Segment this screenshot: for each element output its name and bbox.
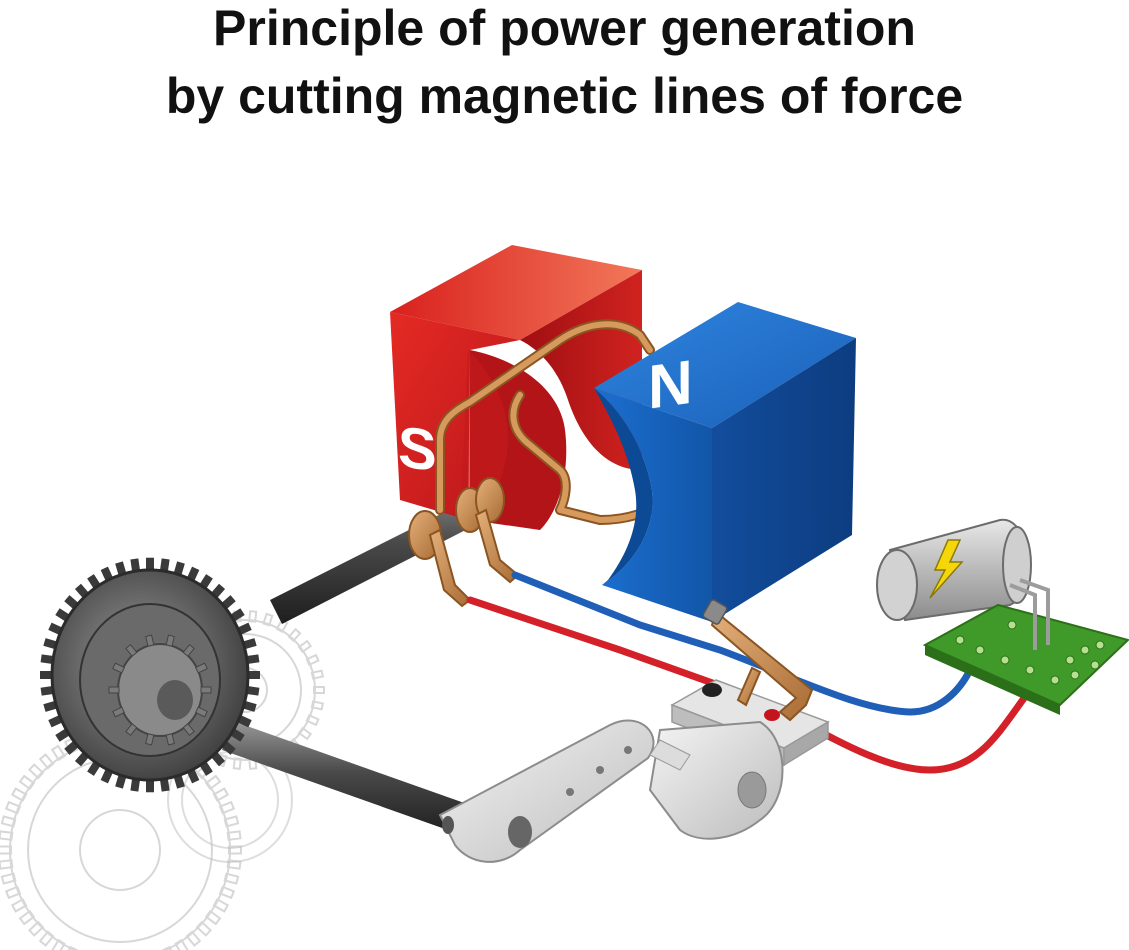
drive-gear (40, 557, 260, 793)
cam-piece (648, 720, 784, 840)
switch-lever (702, 599, 814, 722)
crank-shaft (222, 720, 470, 835)
north-pole-label: N (648, 348, 693, 423)
negative-wire (511, 571, 974, 716)
title-line-2: by cutting magnetic lines of force (165, 68, 964, 124)
north-magnet: N (594, 302, 856, 622)
carbon-brushes (428, 508, 520, 608)
title-line-1: Principle of power generation (213, 0, 916, 56)
crank-handle (438, 719, 655, 863)
battery-cell (876, 518, 1032, 622)
lightning-bolt-icon (929, 539, 964, 599)
south-pole-label: S (398, 414, 437, 484)
circuit-board (922, 578, 1129, 715)
